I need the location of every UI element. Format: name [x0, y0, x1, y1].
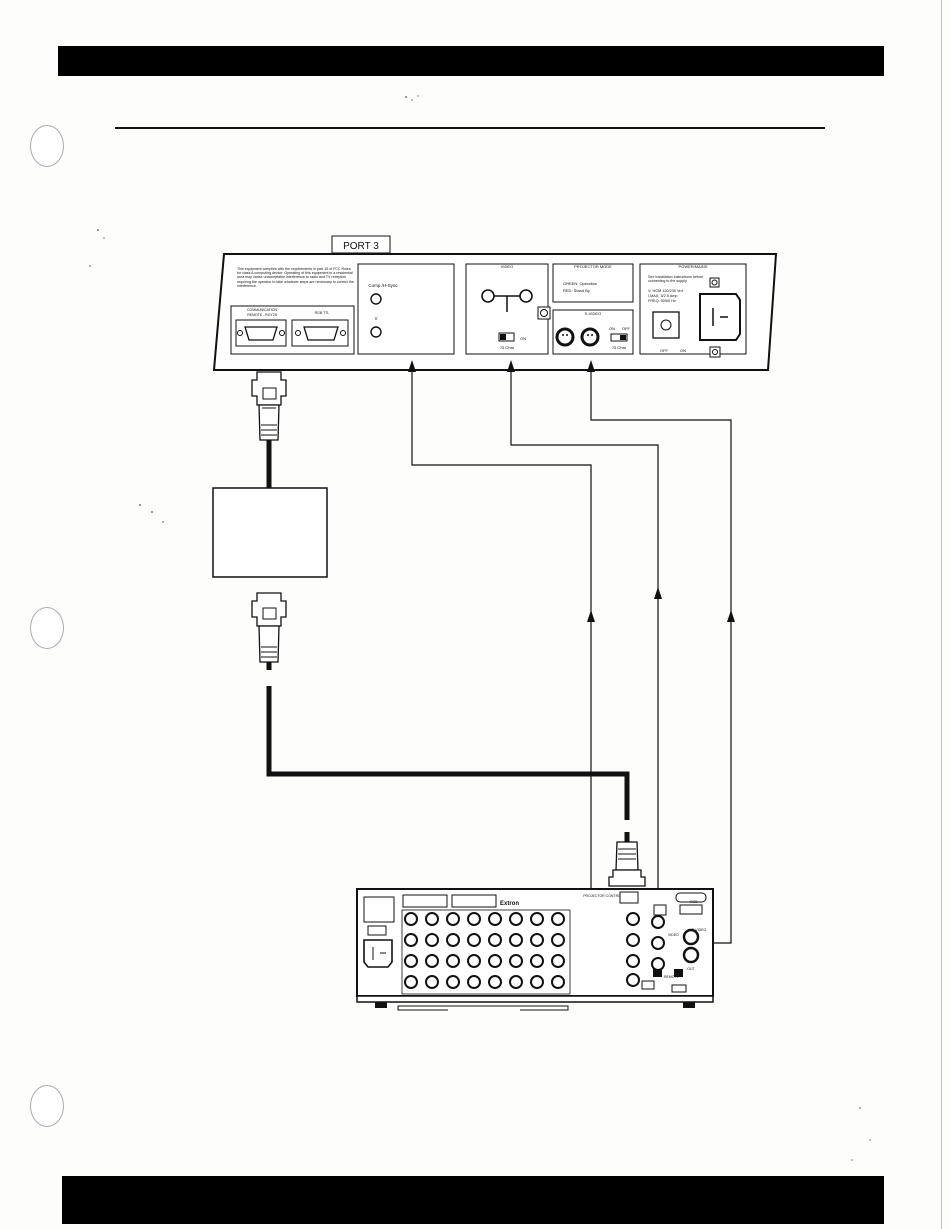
remote-port-connector[interactable]: [244, 326, 278, 341]
video-75ohm-switch[interactable]: [498, 332, 515, 342]
switcher-video-label: VIDEO: [668, 933, 679, 937]
rgb-ttl-label: RGB TTL: [315, 311, 330, 315]
svideo-off-label: OFF: [622, 326, 631, 331]
comp-sync-label: Comp./H-Sync: [368, 283, 398, 288]
svideo-75ohm-switch[interactable]: [610, 333, 628, 342]
switcher-video-out-bnc[interactable]: [651, 936, 665, 950]
mode-red-label: RED: Stand By: [563, 288, 590, 293]
svideo-out-connector[interactable]: [580, 327, 600, 347]
remote-label: REMOTE - RGY25: [247, 313, 277, 317]
switcher-out-label: OUT: [687, 967, 695, 971]
projector-control-label: PROJECTOR CONTROL: [583, 894, 623, 898]
port3-label: PORT 3: [343, 241, 379, 252]
projector-mode-block: PROJECTOR MODE GREEN: Operation RED: Sta…: [537, 263, 634, 320]
header-bar: [58, 46, 884, 76]
upper-serial-cable: [251, 371, 287, 488]
comm-port-block: This equipment complies with the require…: [230, 267, 355, 355]
svideo-on-label: ON: [609, 326, 615, 331]
port3-connector[interactable]: [303, 326, 339, 341]
input-bnc-matrix: [404, 912, 565, 989]
switcher-brand: Extron: [500, 901, 519, 907]
vsync-bnc[interactable]: [370, 326, 382, 338]
svideo-75-label: 75 Ohm: [612, 345, 627, 350]
signal-lines: [411, 372, 732, 944]
video-in-bnc[interactable]: [481, 289, 495, 303]
switcher-remote-label: REMOTE: [664, 975, 680, 979]
video-75-label: 75 Ohm: [500, 345, 515, 350]
power-frequency: FREQ: 50/60 Hz: [648, 299, 676, 303]
svideo-block: S-VIDEO ON OFF 75 Ohm: [552, 309, 634, 355]
switcher-projector-control-port[interactable]: [619, 891, 639, 904]
switcher-svideo-out-2[interactable]: [682, 946, 700, 964]
fcc-notice: This equipment complies with the require…: [237, 267, 354, 288]
power-on-label: ON: [680, 348, 686, 353]
switcher-svideo-out-1[interactable]: [682, 928, 700, 946]
page-edge: [941, 0, 942, 1229]
power-voltage: V: HCM 120/230 Vrd: [648, 289, 683, 293]
signal-arrows: [408, 360, 735, 622]
svideo-header: S-VIDEO: [585, 311, 601, 316]
lower-serial-cable: [251, 592, 646, 887]
power-off-label: OFF: [660, 348, 669, 353]
punch-hole-middle: [30, 607, 64, 649]
video-header: VIDEO: [501, 264, 513, 269]
power-header: POWER/MAINS: [679, 264, 708, 269]
hsync-bnc[interactable]: [370, 293, 382, 305]
video-on-label: ON: [520, 336, 526, 341]
v-label: V: [374, 316, 377, 321]
switcher-svideo-label: S-VIDEO: [692, 928, 707, 932]
video-out-bnc[interactable]: [519, 289, 533, 303]
projector-rear-panel: This equipment complies with the require…: [212, 253, 778, 371]
footer-bar: [62, 1176, 884, 1224]
comm-label: COMMUNICATION: [247, 308, 278, 312]
switcher-rear-panel: Extron: [356, 888, 714, 1012]
svideo-in-connector[interactable]: [555, 327, 575, 347]
header-rule: [115, 127, 825, 129]
power-note: See Installation Instructions before con…: [648, 275, 704, 284]
switcher-rgb-label: RGB: [690, 900, 698, 904]
power-block: POWER/MAINS See Installation Instruction…: [639, 263, 747, 358]
punch-hole-bottom: [30, 1085, 64, 1127]
interface-box: [212, 487, 328, 578]
punch-hole-top: [30, 125, 64, 167]
mode-indicator: [537, 306, 551, 320]
switcher-power-inlet[interactable]: [363, 939, 393, 968]
power-current: I,MAX: 3/2.5 Amp: [648, 294, 678, 298]
sync-block: Comp./H-Sync V: [357, 263, 455, 355]
power-switch[interactable]: [652, 311, 680, 339]
scan-specks: [89, 95, 871, 1161]
mode-green-label: GREEN: Operation: [563, 281, 597, 286]
projector-mode-header: PROJECTOR MODE: [574, 264, 612, 269]
